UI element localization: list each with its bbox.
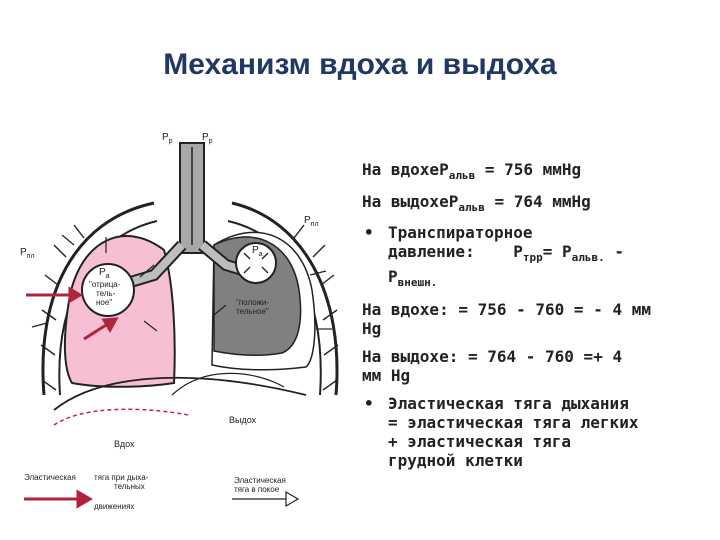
label-negative-3: ное" [96, 298, 112, 307]
legend-red-4: движениях [94, 502, 134, 511]
slide-title: Механизм вдоха и выдоха [163, 48, 557, 81]
heart-region [171, 372, 285, 396]
line-inhale-pressure: На вдохеPальв = 756 ммHg [362, 160, 582, 182]
label-positive-2: тельное" [236, 307, 269, 316]
label-exhale: Выдох [229, 415, 257, 425]
bullet-elastic: • Эластическая тяга дыхания = эластическ… [364, 394, 639, 470]
diaphragm-exhale [53, 376, 307, 411]
label-ppl-right: Pпл [304, 215, 319, 228]
label-p-top-left: Pp [162, 132, 173, 145]
rib-hatching-left [40, 224, 85, 391]
label-inhale: Вдох [114, 439, 135, 449]
line-exhale-pressure: На выдохеPальв = 764 ммHg [362, 192, 591, 214]
small-arrows [31, 234, 332, 332]
rib-hatching-right [293, 224, 339, 391]
label-negative-2: тель- [96, 289, 116, 298]
label-negative-1: "отрица- [89, 280, 121, 289]
label-pa-left: Pa [99, 267, 110, 280]
alveolus-right-arrows [243, 252, 269, 274]
chest-wall-outer [41, 201, 339, 396]
diaphragm-inhale [53, 408, 190, 426]
explanation-text: На вдохеPальв = 756 ммHg На выдохеPальв … [362, 160, 714, 470]
red-arrows [24, 286, 119, 509]
lung-mechanics-diagram: Pp Pp Pпл Pпл Pa Pa "отрица- тель- ное" … [20, 132, 339, 511]
outline-arrows [232, 490, 300, 508]
alveolus-right [235, 242, 277, 284]
label-pa-right: Pa [252, 245, 263, 258]
legend-red-2: тяга при дыха- [94, 473, 149, 482]
bullet-transpiratory: • Транспираторное давление: Pтрр= Pальв.… [364, 223, 625, 289]
label-ppl-left: Pпл [20, 247, 35, 260]
label-positive-1: "положи- [236, 298, 269, 307]
legend-red-1: Эластическая [24, 473, 76, 482]
alveolus-left [81, 263, 135, 317]
legend-outline-2: тяга в покое [234, 485, 280, 494]
legend-outline-1: Эластическая [234, 476, 286, 485]
legend-red-3: тельных [114, 482, 145, 491]
label-p-top-right: Pp [202, 132, 213, 145]
